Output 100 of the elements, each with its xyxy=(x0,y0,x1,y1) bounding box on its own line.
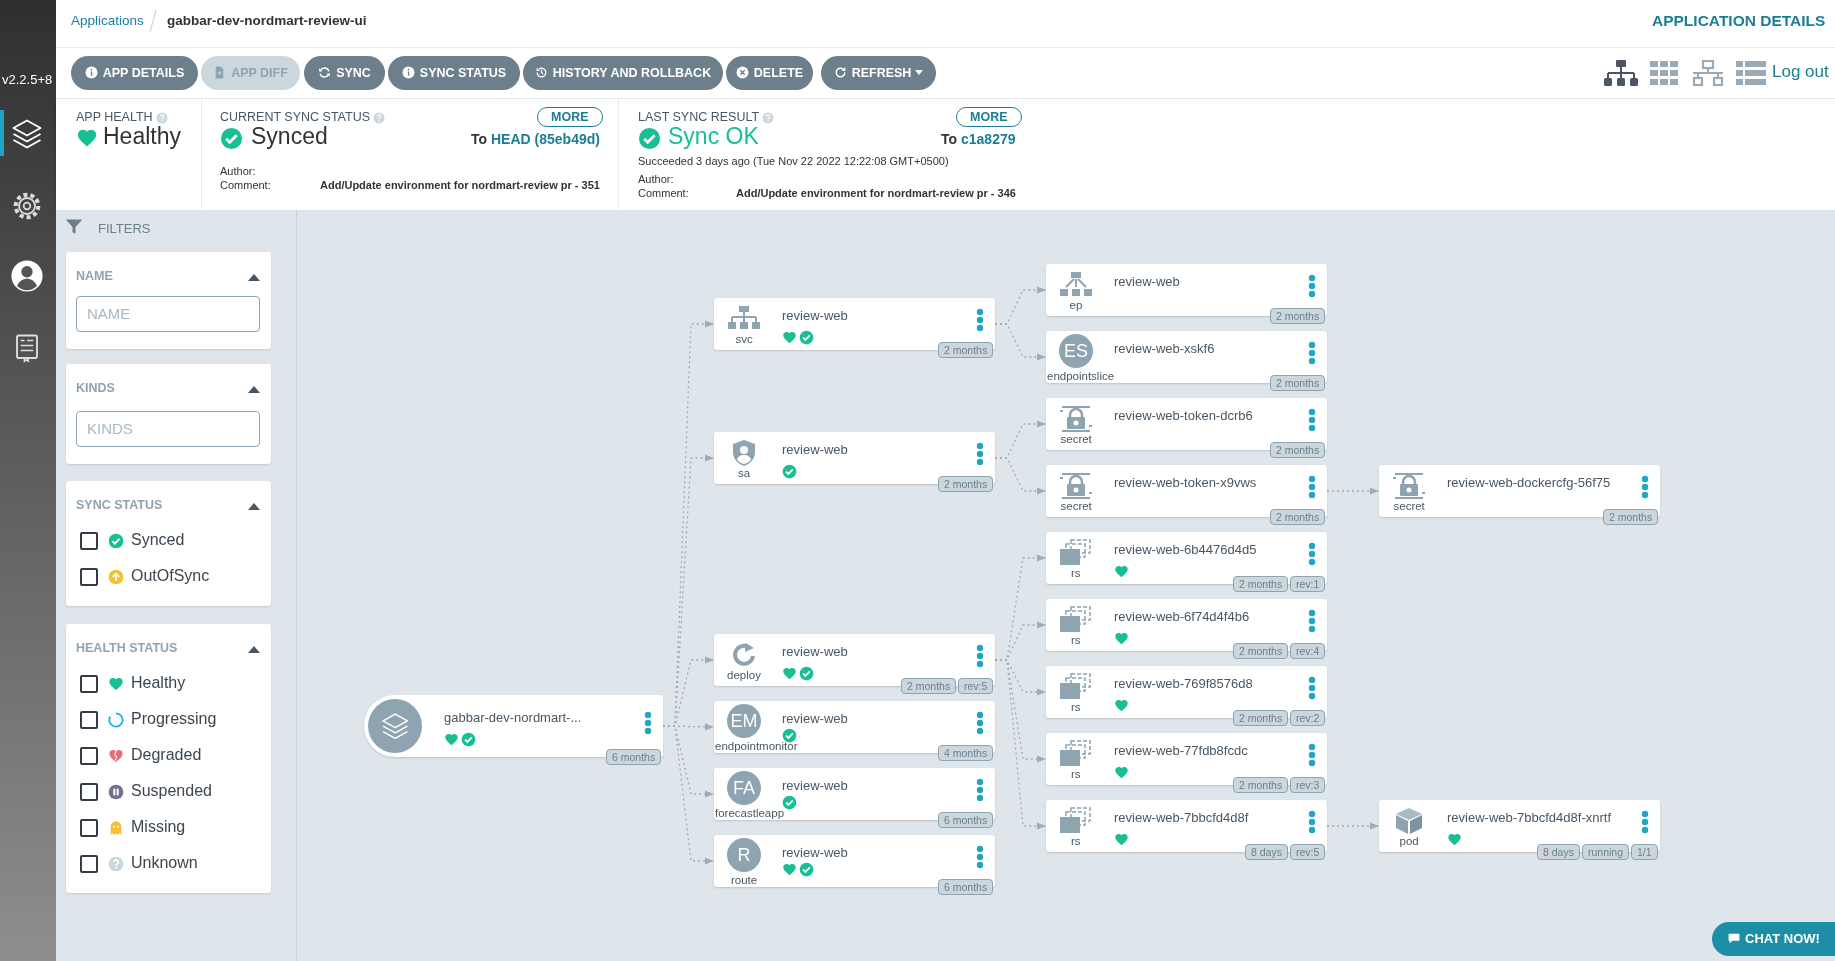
status-tag: 6 months xyxy=(606,749,662,765)
page-title: APPLICATION DETAILS xyxy=(1652,12,1826,30)
resource-name: review-web-dockercfg-56f75 xyxy=(1447,475,1611,490)
resource-name: review-web xyxy=(782,308,848,323)
delete-button: DELETE xyxy=(726,56,813,90)
filter-panel-title: SYNC STATUS xyxy=(76,498,163,512)
more-button: MORE xyxy=(537,107,603,127)
status-tag: 2 months xyxy=(901,678,957,694)
status-tag: 2 months xyxy=(1270,375,1326,391)
status-tag: 2 months xyxy=(1233,777,1289,793)
commit-comment: Add/Update environment for nordmart-review pr - 351 xyxy=(320,179,600,191)
status-tag: 2 months xyxy=(1233,710,1289,726)
name-filter-field: NAME xyxy=(76,296,260,332)
status-tag: 4 months xyxy=(938,745,994,761)
section-heading: LAST SYNC RESULT xyxy=(638,110,760,124)
resource-name: review-web-6f74d4f4b6 xyxy=(1114,609,1250,624)
resource-kind-label: secret xyxy=(1060,433,1092,445)
field-label: Author: xyxy=(638,173,674,185)
status-tag: rev:2 xyxy=(1290,710,1326,726)
status-tag: 2 months xyxy=(1603,509,1659,525)
filter-panel-title: NAME xyxy=(76,269,113,283)
status-tag: 2 months xyxy=(938,476,994,492)
revision-prefix: To xyxy=(471,131,488,147)
resource-name: review-web-7bbcfd4d8f xyxy=(1114,810,1249,825)
status-tag: 1/1 xyxy=(1631,844,1658,860)
status-tag: rev:1 xyxy=(1290,576,1326,592)
resource-name: review-web xyxy=(782,442,848,457)
status-tag: rev:3 xyxy=(1290,777,1326,793)
status-tag: rev:5 xyxy=(1290,844,1326,860)
resource-name: review-web-xskf6 xyxy=(1114,341,1215,356)
filter-panel-title: HEALTH STATUS xyxy=(76,641,178,655)
kind-initials: ES xyxy=(1059,334,1093,368)
status-tag: 2 months xyxy=(938,342,994,358)
status-tag: 8 days xyxy=(1245,844,1288,860)
resource-kind-label: rs xyxy=(1071,567,1081,579)
status-tag: 2 months xyxy=(1270,442,1326,458)
resource-name: review-web-token-dcrb6 xyxy=(1114,408,1253,423)
refresh-button: REFRESH xyxy=(821,56,936,90)
logout-link: Log out xyxy=(1772,62,1829,82)
history-and-rollback-button: HISTORY AND ROLLBACK xyxy=(523,56,723,90)
resource-kind-label: rs xyxy=(1071,768,1081,780)
dotted-arrow xyxy=(1326,822,1379,830)
status-tag: rev:4 xyxy=(1290,643,1326,659)
section-heading: CURRENT SYNC STATUS xyxy=(220,110,370,124)
revision-link: HEAD (85eb49d) xyxy=(491,131,600,147)
sync-result-text: Sync OK xyxy=(668,123,759,150)
status-tag: 2 months xyxy=(1233,576,1289,592)
resource-name: review-web xyxy=(782,778,848,793)
status-tag: 2 months xyxy=(1233,643,1289,659)
dotted-arrow xyxy=(1326,487,1379,495)
field-label: Comment: xyxy=(220,179,271,191)
status-tag: running xyxy=(1582,844,1630,860)
filter-option-label: Unknown xyxy=(131,854,198,872)
dotted-arrow xyxy=(662,725,714,865)
resource-name: review-web-77fdb8fcdc xyxy=(1114,743,1248,758)
resource-kind-label: endpointmonitor xyxy=(715,740,798,752)
filter-option-label: Missing xyxy=(131,818,186,836)
app-details-button: APP DETAILS xyxy=(71,56,198,90)
status-tag: rev:5 xyxy=(958,678,994,694)
dotted-arrow xyxy=(994,323,1046,361)
resource-kind-label: route xyxy=(731,874,758,886)
status-tag: 2 months xyxy=(1270,509,1326,525)
filters-heading: FILTERS xyxy=(98,221,151,236)
dotted-arrow xyxy=(994,457,1046,495)
status-tag: 6 months xyxy=(938,879,994,895)
sync-status-button: SYNC STATUS xyxy=(388,56,520,90)
resource-name: review-web-token-x9vws xyxy=(1114,475,1257,490)
more-button: MORE xyxy=(956,107,1022,127)
status-tag: 6 months xyxy=(938,812,994,828)
resource-kind-label: secret xyxy=(1060,500,1092,512)
resource-kind-label: rs xyxy=(1071,835,1081,847)
resource-name: gabbar-dev-nordmart-... xyxy=(444,710,582,725)
app-diff-button: APP DIFF xyxy=(201,56,300,90)
resource-name: review-web-6b4476d4d5 xyxy=(1114,542,1257,557)
kind-initials: R xyxy=(727,838,761,872)
resource-name: review-web-7bbcfd4d8f-xnrtf xyxy=(1447,810,1612,825)
resource-kind-label: rs xyxy=(1071,701,1081,713)
chat-now-button: CHAT NOW! xyxy=(1712,922,1835,956)
resource-name: review-web-769f8576d8 xyxy=(1114,676,1253,691)
resource-name: review-web xyxy=(782,644,848,659)
version-text: v2.2.5+8 xyxy=(2,72,53,87)
filter-option-label: Synced xyxy=(131,531,185,549)
filter-option-label: OutOfSync xyxy=(131,567,210,585)
resource-kind-label: svc xyxy=(735,333,753,345)
resource-kind-label: endpointslice xyxy=(1047,370,1115,382)
resource-kind-label: secret xyxy=(1393,500,1425,512)
health-status-text: Healthy xyxy=(103,123,181,150)
resource-kind-label: pod xyxy=(1399,835,1419,847)
filter-option-label: Degraded xyxy=(131,746,202,764)
resource-name: review-web xyxy=(782,711,848,726)
resource-name: review-web xyxy=(1114,274,1180,289)
revision-link: c1a8279 xyxy=(961,131,1016,147)
kind-initials: EM xyxy=(727,704,761,738)
status-tag: 2 months xyxy=(1270,308,1326,324)
filter-option-label: Healthy xyxy=(131,674,186,692)
sync-button: SYNC xyxy=(304,56,385,90)
revision-prefix: To xyxy=(941,131,958,147)
status-tag: 8 days xyxy=(1537,844,1580,860)
sync-status-text: Synced xyxy=(251,123,328,150)
field-label: Comment: xyxy=(638,187,689,199)
